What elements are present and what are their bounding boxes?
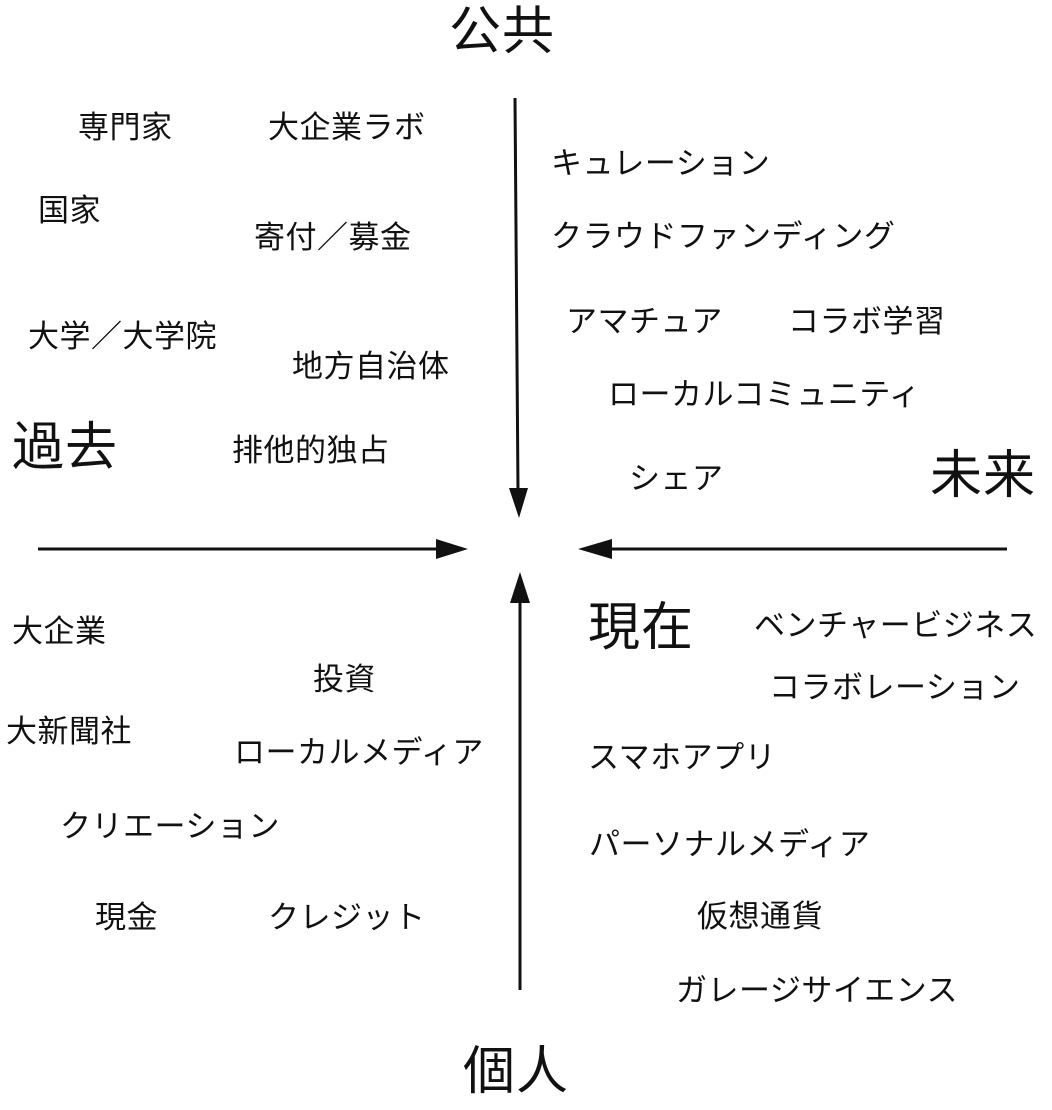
item-university: 大学／大学院	[28, 319, 217, 355]
item-donation: 寄付／募金	[254, 220, 412, 256]
axis-label-private: 個人	[463, 1042, 570, 1102]
item-collaboration: コラボレーション	[769, 670, 1021, 706]
item-investment: 投資	[313, 662, 376, 698]
item-collab-learning: コラボ学習	[788, 304, 946, 340]
axis-label-public: 公共	[449, 2, 556, 62]
item-virtual-currency: 仮想通貨	[697, 899, 823, 935]
axis-label-present: 現在	[588, 598, 695, 658]
arrow-from-future	[578, 539, 1007, 559]
item-amateur: アマチュア	[566, 304, 723, 340]
item-venture-business: ベンチャービジネス	[754, 608, 1038, 644]
item-smartphone-app: スマホアプリ	[588, 740, 777, 776]
axis-label-future: 未来	[930, 446, 1037, 506]
item-credit: クレジット	[268, 900, 426, 936]
item-share: シェア	[629, 461, 724, 497]
arrow-from-private	[510, 572, 530, 990]
arrow-from-past	[38, 539, 468, 559]
item-big-corporation: 大企業	[12, 614, 107, 650]
axis-label-past: 過去	[12, 418, 119, 478]
item-local-media: ローカルメディア	[234, 735, 484, 771]
item-corporate-lab: 大企業ラボ	[268, 110, 426, 146]
item-personal-media: パーソナルメディア	[589, 827, 871, 863]
item-experts: 専門家	[78, 110, 173, 146]
item-exclusive-monopoly: 排他的独占	[232, 433, 390, 469]
item-garage-science: ガレージサイエンス	[676, 973, 958, 1009]
item-local-community: ローカルコミュニティ	[608, 377, 921, 413]
item-creation: クリエーション	[60, 809, 280, 845]
arrow-from-public	[509, 97, 528, 518]
item-local-government: 地方自治体	[292, 349, 450, 385]
item-cash: 現金	[95, 900, 158, 936]
item-nation: 国家	[38, 193, 101, 229]
item-major-newspaper: 大新聞社	[6, 714, 132, 750]
item-crowdfunding: クラウドファンディング	[551, 219, 896, 255]
item-curation: キュレーション	[551, 146, 771, 182]
